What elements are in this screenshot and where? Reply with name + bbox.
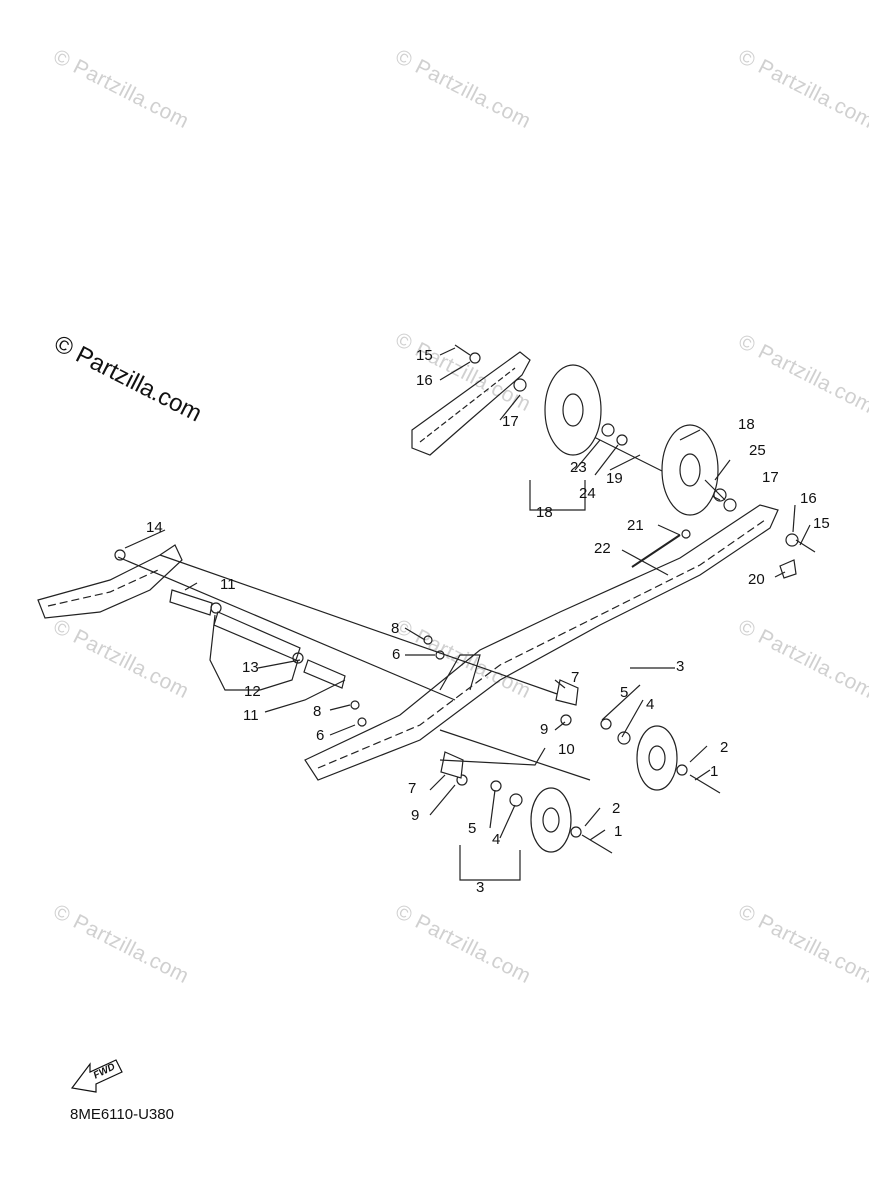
long-bolt xyxy=(439,729,591,781)
callout-number: 7 xyxy=(571,669,580,686)
idler-wheel xyxy=(530,787,572,853)
callout-number: 11 xyxy=(220,576,236,593)
idler-wheel xyxy=(544,364,602,456)
cross-shaft-front xyxy=(117,556,456,701)
callout-number: 22 xyxy=(594,540,611,557)
callout-number: 4 xyxy=(646,696,655,713)
slide-rail-left xyxy=(37,544,183,619)
slide-rail-right xyxy=(304,504,779,781)
callout-number: 16 xyxy=(800,490,817,507)
callout-number: 18 xyxy=(536,504,553,521)
fwd-arrow-icon xyxy=(70,1059,123,1093)
idler-wheel xyxy=(636,725,678,791)
callout-number: 15 xyxy=(813,515,830,532)
callout-number: 9 xyxy=(411,807,420,824)
callout-number: 2 xyxy=(612,800,621,817)
callout-number: 14 xyxy=(146,519,163,536)
callout-number: 10 xyxy=(558,741,575,758)
rear-rail-upper xyxy=(411,351,531,456)
callout-number: 21 xyxy=(627,517,644,534)
spacer-tube xyxy=(303,659,346,689)
idler-wheel xyxy=(661,424,719,516)
callout-number: 4 xyxy=(492,831,501,848)
callout-number: 23 xyxy=(570,459,587,476)
callout-number: 17 xyxy=(762,469,779,486)
callout-number: 6 xyxy=(316,727,325,744)
callout-number: 7 xyxy=(408,780,417,797)
callout-number: 1 xyxy=(710,763,719,780)
callout-number: 24 xyxy=(579,485,596,502)
callout-number: 3 xyxy=(476,879,485,896)
callout-number: 17 xyxy=(502,413,519,430)
callout-number: 8 xyxy=(313,703,322,720)
callout-number: 1 xyxy=(614,823,623,840)
callout-number: 13 xyxy=(242,659,259,676)
callout-number: 5 xyxy=(468,820,477,837)
callout-number: 18 xyxy=(738,416,755,433)
callout-number: 3 xyxy=(676,658,685,675)
callout-number: 5 xyxy=(620,684,629,701)
callout-number: 8 xyxy=(391,620,400,637)
callout-number: 12 xyxy=(244,683,261,700)
callout-number: 16 xyxy=(416,372,433,389)
callout-number: 2 xyxy=(720,739,729,756)
spacer-tube xyxy=(213,611,301,661)
diagram-code: 8ME6110-U380 xyxy=(70,1106,174,1123)
callout-number: 6 xyxy=(392,646,401,663)
callout-number: 9 xyxy=(540,721,549,738)
callout-number: 11 xyxy=(243,707,259,724)
callout-number: 25 xyxy=(749,442,766,459)
callout-number: 20 xyxy=(748,571,765,588)
spacer-tube xyxy=(169,589,213,616)
cross-shaft-rear xyxy=(159,554,561,696)
callout-number: 15 xyxy=(416,347,433,364)
callout-number: 19 xyxy=(606,470,623,487)
